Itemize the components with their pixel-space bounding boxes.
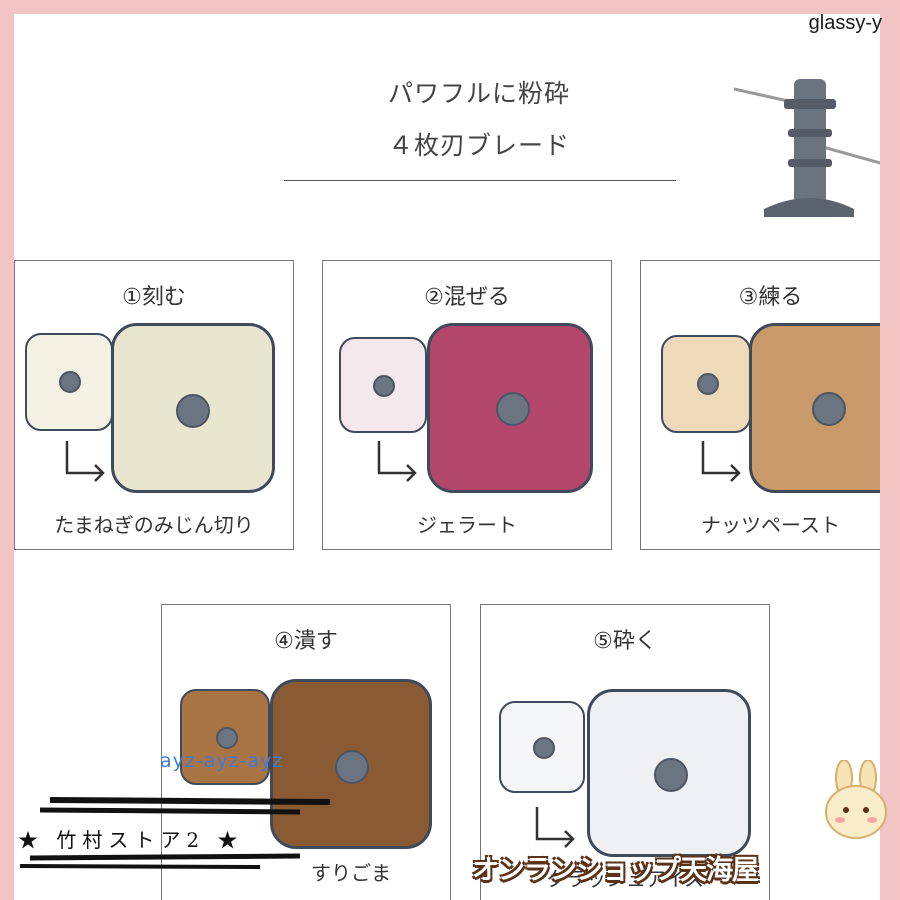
small-bowl-sesame <box>180 689 270 785</box>
small-bowl-berries <box>339 337 427 433</box>
large-bowl-onion <box>111 323 275 493</box>
heading-divider <box>284 180 676 181</box>
bunny-sticker-icon <box>825 760 887 839</box>
card-title: ③練る <box>738 285 803 310</box>
large-bowl-crushed-ice <box>587 689 751 857</box>
blade-hub <box>496 392 530 426</box>
arrow-icon <box>701 441 741 482</box>
glassy-watermark: glassy-y <box>808 12 882 34</box>
card-title: ④潰す <box>274 629 338 654</box>
scribble-overlay <box>19 797 331 869</box>
large-bowl-nut-paste <box>749 323 880 493</box>
blade-hub <box>654 758 688 792</box>
small-bowl-nuts <box>661 335 751 433</box>
small-bowl-ice <box>499 701 585 793</box>
product-image-canvas: パワフルに粉砕 ４枚刃ブレード ①刻む たまねぎのみじん切り ②混ぜる <box>14 14 880 900</box>
arrow-icon <box>65 441 105 482</box>
blade-hub <box>697 373 719 395</box>
blade-hub <box>335 750 369 784</box>
card-caption: ナッツペースト <box>701 513 840 537</box>
blade-hub <box>373 375 395 397</box>
card-chop: ①刻む たまねぎのみじん切り <box>14 260 294 550</box>
small-bowl-onion <box>25 333 113 431</box>
card-caption: クラッシュアイス <box>546 867 704 891</box>
blade-hub <box>59 371 81 393</box>
arrow-icon <box>377 441 417 482</box>
four-blade-illustration <box>734 79 880 217</box>
card-caption: ジェラート <box>417 513 517 537</box>
large-bowl-ground-sesame <box>270 679 432 849</box>
card-caption: たまねぎのみじん切り <box>54 513 254 537</box>
shop-name-sticker: オンランショップ天海屋 <box>472 855 759 886</box>
card-crack: ⑤砕く クラッシュアイス <box>480 604 770 900</box>
large-bowl-gelato <box>427 323 593 493</box>
card-caption: すりごま <box>311 861 391 885</box>
blade-hub <box>216 727 238 749</box>
store-name-overlay: ★ 竹村ストア2 ★ <box>18 828 244 852</box>
headline-powerful-crush: パワフルに粉砕 <box>387 79 570 108</box>
blade-hub <box>176 394 210 428</box>
ayz-watermark: ayz-ayz-ayz <box>160 750 284 772</box>
card-mix: ②混ぜる ジェラート <box>322 260 612 550</box>
card-title: ①刻む <box>122 285 186 310</box>
blade-hub <box>533 737 555 759</box>
arrow-icon <box>535 807 575 848</box>
card-crush: ④潰す すりごま <box>161 604 451 900</box>
blade-hub <box>812 392 846 426</box>
card-title: ②混ぜる <box>424 285 510 310</box>
headline-four-blade: ４枚刃ブレード <box>387 131 570 160</box>
card-knead: ③練る ナッツペースト <box>640 260 880 550</box>
card-title: ⑤砕く <box>593 629 657 654</box>
